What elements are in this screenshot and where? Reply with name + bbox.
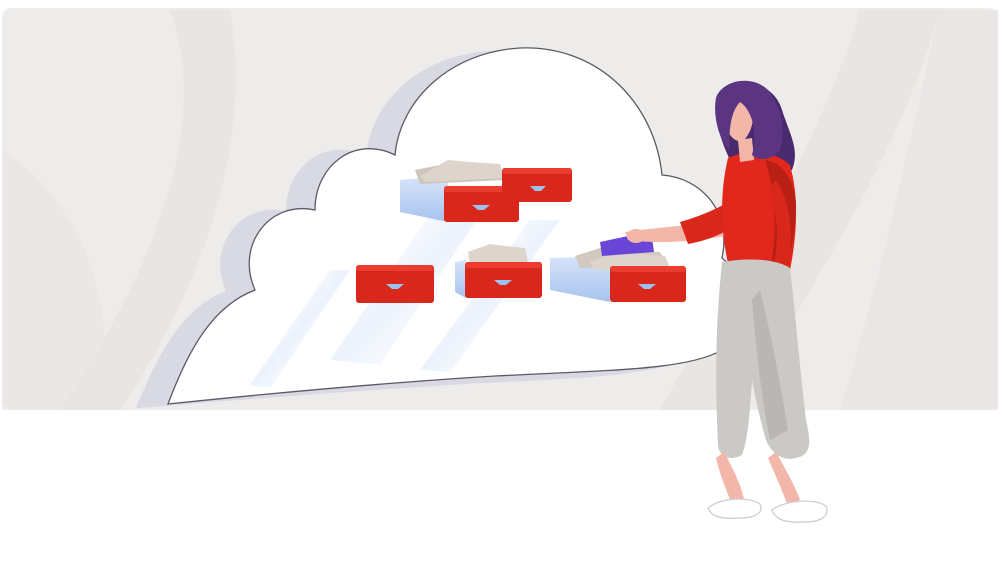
closed-drawer-bottom-left — [356, 265, 434, 303]
closed-drawer-top-right — [502, 168, 572, 202]
right-sandal — [771, 500, 828, 523]
woman-figure — [625, 80, 828, 523]
open-drawer-top-left — [400, 160, 519, 222]
left-sandal — [707, 498, 762, 519]
drawer-with-folders-bottom-center — [455, 244, 542, 298]
